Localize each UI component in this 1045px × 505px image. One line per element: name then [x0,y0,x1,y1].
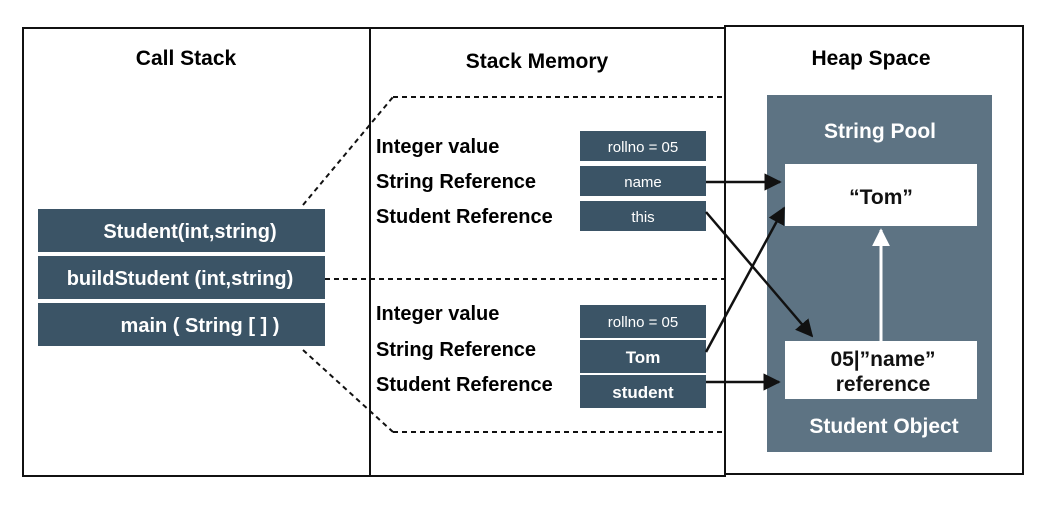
lower-label-integer: Integer value [376,303,499,325]
upper-label-student-ref: Student Reference [376,206,553,228]
stack-frame-upper: Integer value String Reference Student R… [376,131,706,231]
stack-frame-lower: Integer value String Reference Student R… [376,303,706,408]
lower-cell-student [580,375,706,408]
tom-string-text: “Tom” [849,186,913,209]
string-pool-title: String Pool [824,120,936,143]
frame-main-label: main ( String [ ] ) [121,315,280,337]
student-object-line2: reference [836,373,931,396]
frame-build-student-label: buildStudent (int,string) [67,268,294,290]
call-stack-frames: Student(int,string) buildStudent (int,st… [38,209,325,346]
this-to-student-arrow [705,211,814,338]
upper-cell-this [580,201,706,231]
frame-student-label: Student(int,string) [103,221,276,243]
upper-cell-rollno-text: rollno = 05 [608,139,678,156]
tom-to-pool-arrow [704,206,786,353]
heap-space-title: Heap Space [811,47,930,70]
heap-space-panel [724,25,1024,475]
student-object-title: Student Object [809,415,958,438]
frame-main [38,303,325,346]
stack-memory-title: Stack Memory [466,50,609,73]
upper-label-integer: Integer value [376,136,499,158]
frame-connectors [302,96,725,433]
lower-cell-rollno-text: rollno = 05 [608,314,678,331]
lower-cell-student-text: student [612,383,674,402]
lower-cell-tom-text: Tom [626,348,661,367]
lower-label-string-ref: String Reference [376,339,536,361]
upper-cell-name [580,166,706,196]
frame-build-student [38,256,325,299]
lower-label-student-ref: Student Reference [376,374,553,396]
call-stack-title: Call Stack [136,47,237,70]
upper-cell-this-text: this [631,209,654,226]
lower-cell-tom [580,340,706,373]
heap-area: String Pool “Tom” 05|”name” reference St… [767,95,992,452]
upper-label-string-ref: String Reference [376,171,536,193]
upper-cell-name-text: name [624,174,662,191]
student-object-line1: 05|”name” [830,348,935,371]
reference-arrows [704,173,814,391]
upper-cell-rollno [580,131,706,161]
frame-student [38,209,325,252]
stack-memory-panel [369,27,726,477]
tom-string-box [785,164,977,226]
lower-cell-rollno [580,305,706,338]
student-object-box [785,341,977,399]
